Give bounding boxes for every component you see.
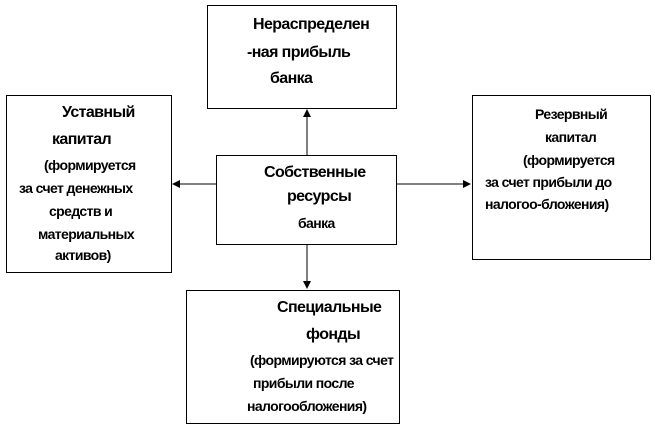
center-box-own-resources: Собственные ресурсы банка [216, 155, 397, 245]
box-text: за счет денежных [19, 180, 133, 196]
bottom-box-special-funds: Специальные фонды (формируются за счет п… [186, 290, 400, 424]
top-box-retained-earnings: Нераспределен -ная прибыль банка [207, 5, 397, 109]
box-text: фонды [306, 326, 361, 343]
box-text: Собственные [264, 164, 366, 181]
box-text: материальных [38, 226, 135, 242]
box-text: (формируется [523, 152, 615, 168]
box-text: (формируется [44, 157, 136, 173]
box-text: налогоо-бложения) [485, 196, 609, 212]
box-text: средств и [49, 203, 113, 219]
box-text: прибыли после [253, 375, 355, 391]
box-text: ресурсы [287, 188, 352, 205]
box-text: за счет прибыли до [485, 174, 612, 190]
box-text: капитал [52, 131, 112, 148]
box-text: Уставный [62, 104, 135, 121]
box-text: Специальные [277, 299, 382, 316]
box-text: налогообложения) [247, 398, 367, 414]
right-box-reserve-capital: Резервный капитал (формируется за счет п… [472, 95, 651, 260]
box-text: банка [270, 70, 313, 87]
box-text: Резервный [535, 106, 608, 122]
box-text: капитал [545, 129, 597, 145]
box-text: активов) [55, 247, 111, 263]
box-text: банка [298, 215, 335, 231]
box-text: -ная прибыль [247, 44, 351, 61]
box-text: (формируются за счет [250, 352, 394, 368]
box-text: Нераспределен [253, 16, 370, 33]
left-box-charter-capital: Уставный капитал (формируется за счет де… [6, 95, 172, 273]
